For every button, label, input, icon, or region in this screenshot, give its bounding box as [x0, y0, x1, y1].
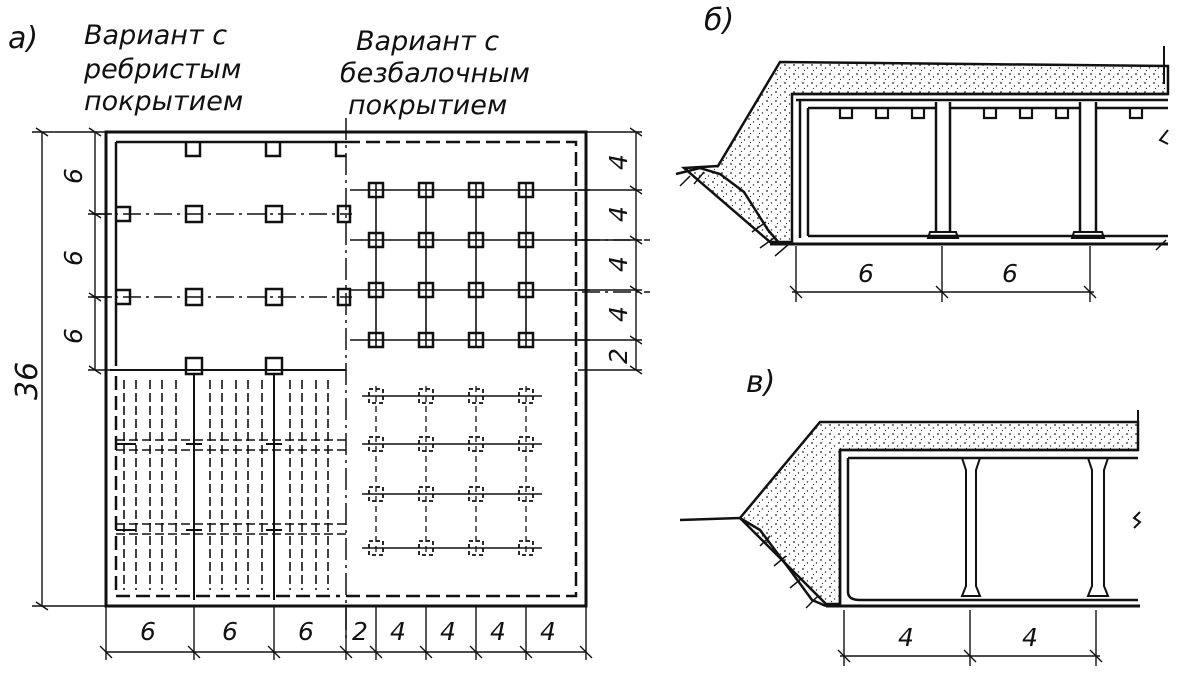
ground-line [675, 166, 781, 245]
column [336, 287, 352, 307]
dim-bottom-6: 4 [440, 617, 456, 646]
ribbed-caption-line-2: ребристым [83, 54, 241, 85]
dim-bottom-7: 4 [490, 617, 506, 646]
reservoir-outline [104, 118, 588, 640]
panel-b-section-ribbed: б) 6 6 [675, 3, 1170, 302]
dim-left-1: 6 [59, 168, 88, 184]
column [467, 281, 485, 299]
beamless-caption-line-2: безбалочным [340, 58, 530, 89]
dim-bottom-5: 4 [390, 617, 406, 646]
column [467, 181, 485, 199]
dim-bottom-8: 4 [540, 617, 556, 646]
panel-c-letter: в) [746, 365, 775, 400]
beamless-lower-grid [362, 386, 542, 556]
column [367, 181, 385, 199]
beamless-caption-line-3: покрытием [348, 90, 507, 121]
panel-a-plan: а) Вариант с ребристым покрытием Вариант… [8, 20, 650, 660]
column [367, 231, 385, 249]
panel-a-letter: а) [8, 21, 38, 56]
dim-bottom-2: 6 [222, 617, 238, 646]
beamless-caption-line-1: Вариант с [356, 26, 499, 57]
dim-right-3: 4 [604, 256, 633, 272]
dim-bottom-4: 2 [352, 617, 368, 646]
ribbed-caption-line-3: покрытием [84, 86, 243, 117]
column [467, 231, 485, 249]
column [467, 331, 485, 349]
panel-c-section-beamless: в) 4 4 [679, 365, 1142, 666]
panel-c-dim-1: 4 [898, 623, 914, 652]
column [517, 331, 535, 349]
column [417, 281, 435, 299]
dim-right-2: 4 [604, 206, 633, 222]
dim-total-36: 36 [10, 362, 45, 400]
column [184, 287, 204, 307]
column [517, 181, 535, 199]
panel-b-dim-1: 6 [858, 259, 874, 288]
column [367, 331, 385, 349]
column [184, 356, 204, 376]
column [417, 331, 435, 349]
dim-right-5: 2 [604, 348, 633, 364]
ribbed-beams [116, 374, 282, 600]
dimensions-left [32, 127, 112, 611]
panel-b-letter: б) [704, 3, 734, 38]
panel-c-dim-2: 4 [1022, 623, 1038, 652]
column [517, 231, 535, 249]
dimensions-bottom [99, 606, 593, 660]
ribbed-structure [792, 46, 1169, 239]
column [517, 281, 535, 299]
ribbed-slab-panels [116, 380, 346, 590]
ribbed-caption-line-1: Вариант с [84, 20, 227, 51]
column [264, 204, 284, 224]
column [336, 204, 352, 224]
column [417, 181, 435, 199]
panel-b-dim-2: 6 [1002, 259, 1018, 288]
dim-right-1: 4 [604, 154, 633, 170]
column [367, 281, 385, 299]
dim-right-4: 4 [604, 306, 633, 322]
dim-bottom-3: 6 [298, 617, 314, 646]
column [264, 287, 284, 307]
dimensions-right [578, 127, 643, 375]
ribbed-column-grid [92, 204, 352, 376]
column [184, 204, 204, 224]
beamless-structure [838, 410, 1142, 604]
panel-c-dimension [837, 610, 1103, 666]
dim-left-3: 6 [59, 328, 88, 344]
panel-b-dimension [789, 246, 1097, 302]
ground-line-c [679, 516, 827, 608]
dim-left-2: 6 [59, 250, 88, 266]
dim-bottom-1: 6 [140, 617, 156, 646]
column [417, 231, 435, 249]
column [264, 356, 284, 376]
